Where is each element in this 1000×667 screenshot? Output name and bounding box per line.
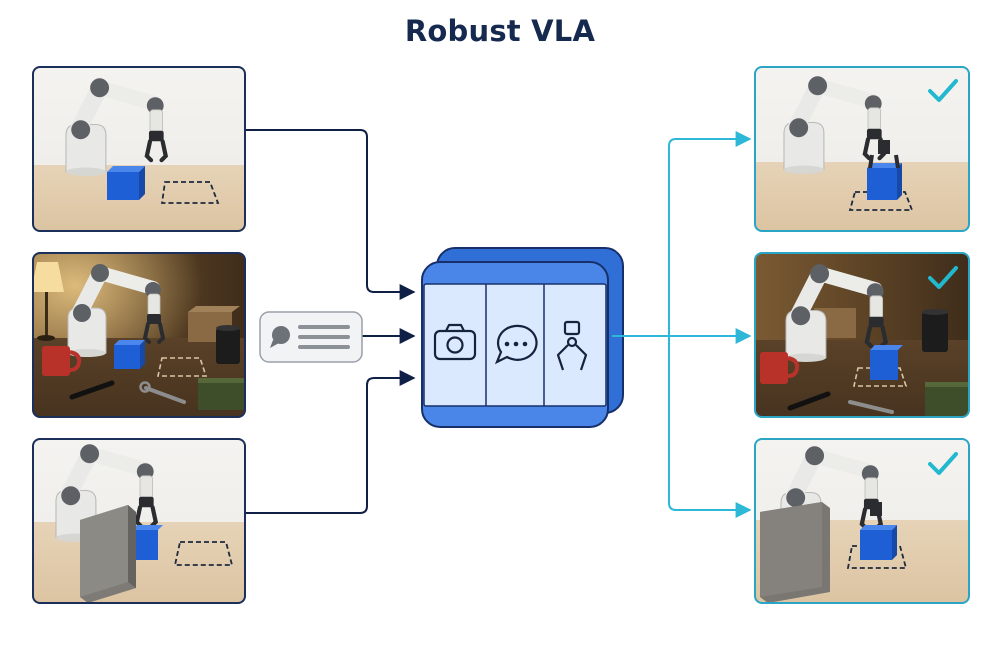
output-panel-cluttered-success	[754, 252, 970, 418]
instruction-card	[259, 311, 363, 363]
camera-icon	[433, 323, 477, 361]
output-panel-occluder-success	[754, 438, 970, 604]
input-panel-occluder	[32, 438, 246, 604]
output-panel-clean-success	[754, 66, 970, 232]
speech-bubble-icon	[270, 326, 290, 348]
chat-dots-icon	[494, 324, 538, 365]
input-panel-clean	[32, 66, 246, 232]
input-panel-cluttered	[32, 252, 246, 418]
input-arrows	[246, 129, 416, 514]
diagram-title: Robust VLA	[404, 14, 596, 48]
vla-module	[421, 247, 624, 428]
gripper-icon	[556, 320, 588, 371]
output-arrows	[612, 131, 752, 518]
